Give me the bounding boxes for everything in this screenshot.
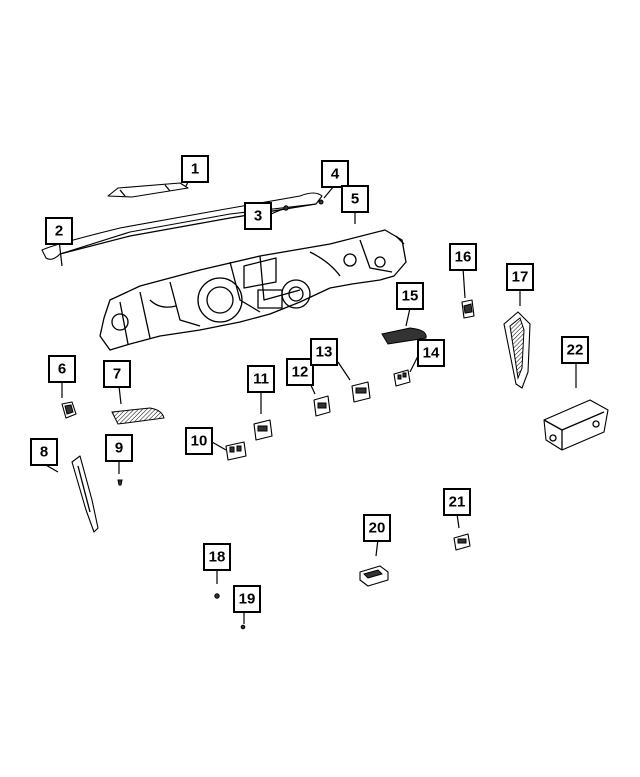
callout-5: 5 xyxy=(341,185,369,213)
part-20-module xyxy=(359,565,389,587)
part-19-screw xyxy=(240,624,246,630)
part-15-vent-panel xyxy=(381,327,427,345)
callout-4: 4 xyxy=(321,160,349,188)
callout-17: 17 xyxy=(506,263,534,291)
part-17-side-trim xyxy=(503,311,531,389)
callout-7: 7 xyxy=(103,360,131,388)
part-10-switch xyxy=(225,441,247,461)
part-11-switch xyxy=(253,419,273,441)
callout-19: 19 xyxy=(233,585,261,613)
callout-12: 12 xyxy=(286,358,314,386)
callout-6: 6 xyxy=(48,355,76,383)
part-9-screw xyxy=(117,479,123,486)
callout-label-18: 18 xyxy=(209,549,226,566)
callout-label-22: 22 xyxy=(567,342,584,359)
callout-14: 14 xyxy=(417,339,445,367)
part-22-control-module xyxy=(543,399,609,451)
part-3-clip xyxy=(283,205,289,211)
callout-label-11: 11 xyxy=(253,371,269,388)
part-7-trim-panel xyxy=(111,407,165,425)
callout-label-3: 3 xyxy=(254,208,262,225)
callout-8: 8 xyxy=(30,438,58,466)
callout-2: 2 xyxy=(45,217,73,245)
callout-label-4: 4 xyxy=(331,166,340,183)
callout-3: 3 xyxy=(244,202,272,230)
callout-22: 22 xyxy=(561,336,589,364)
part-8-side-trim xyxy=(71,455,99,533)
callout-11: 11 xyxy=(247,365,275,393)
part-13-switch xyxy=(351,381,371,403)
callout-9: 9 xyxy=(105,434,133,462)
callout-label-7: 7 xyxy=(113,366,121,383)
part-21-switch xyxy=(453,533,471,551)
part-18-screw xyxy=(214,593,220,599)
part-14-switch xyxy=(393,369,411,387)
callout-label-21: 21 xyxy=(449,494,466,511)
callout-label-17: 17 xyxy=(512,269,529,286)
callout-1: 1 xyxy=(181,155,209,183)
part-4-clip xyxy=(318,199,324,205)
callout-label-9: 9 xyxy=(115,440,123,457)
part-5-instrument-panel-frame xyxy=(99,229,407,351)
callout-label-13: 13 xyxy=(316,344,333,361)
part-1-defroster-trim xyxy=(107,182,189,198)
part-12-switch xyxy=(313,395,331,417)
part-2-instrument-panel-top-pad xyxy=(41,192,323,260)
callout-label-6: 6 xyxy=(58,361,66,378)
callout-16: 16 xyxy=(449,243,477,271)
callout-20: 20 xyxy=(363,514,391,542)
callout-label-10: 10 xyxy=(191,433,208,450)
callout-label-5: 5 xyxy=(351,191,359,208)
callout-label-16: 16 xyxy=(455,249,472,266)
callout-label-15: 15 xyxy=(402,288,419,305)
callout-label-12: 12 xyxy=(292,364,309,381)
callout-label-1: 1 xyxy=(191,161,199,178)
callout-13: 13 xyxy=(310,338,338,366)
callout-label-19: 19 xyxy=(239,591,256,608)
callout-label-14: 14 xyxy=(423,345,440,362)
callout-10: 10 xyxy=(185,427,213,455)
part-16-bracket xyxy=(461,299,475,319)
callout-label-2: 2 xyxy=(55,223,63,240)
callout-15: 15 xyxy=(396,282,424,310)
part-6-bracket xyxy=(61,401,77,419)
callout-21: 21 xyxy=(443,488,471,516)
callout-label-20: 20 xyxy=(369,520,386,537)
callout-18: 18 xyxy=(203,543,231,571)
callout-label-8: 8 xyxy=(40,444,48,461)
